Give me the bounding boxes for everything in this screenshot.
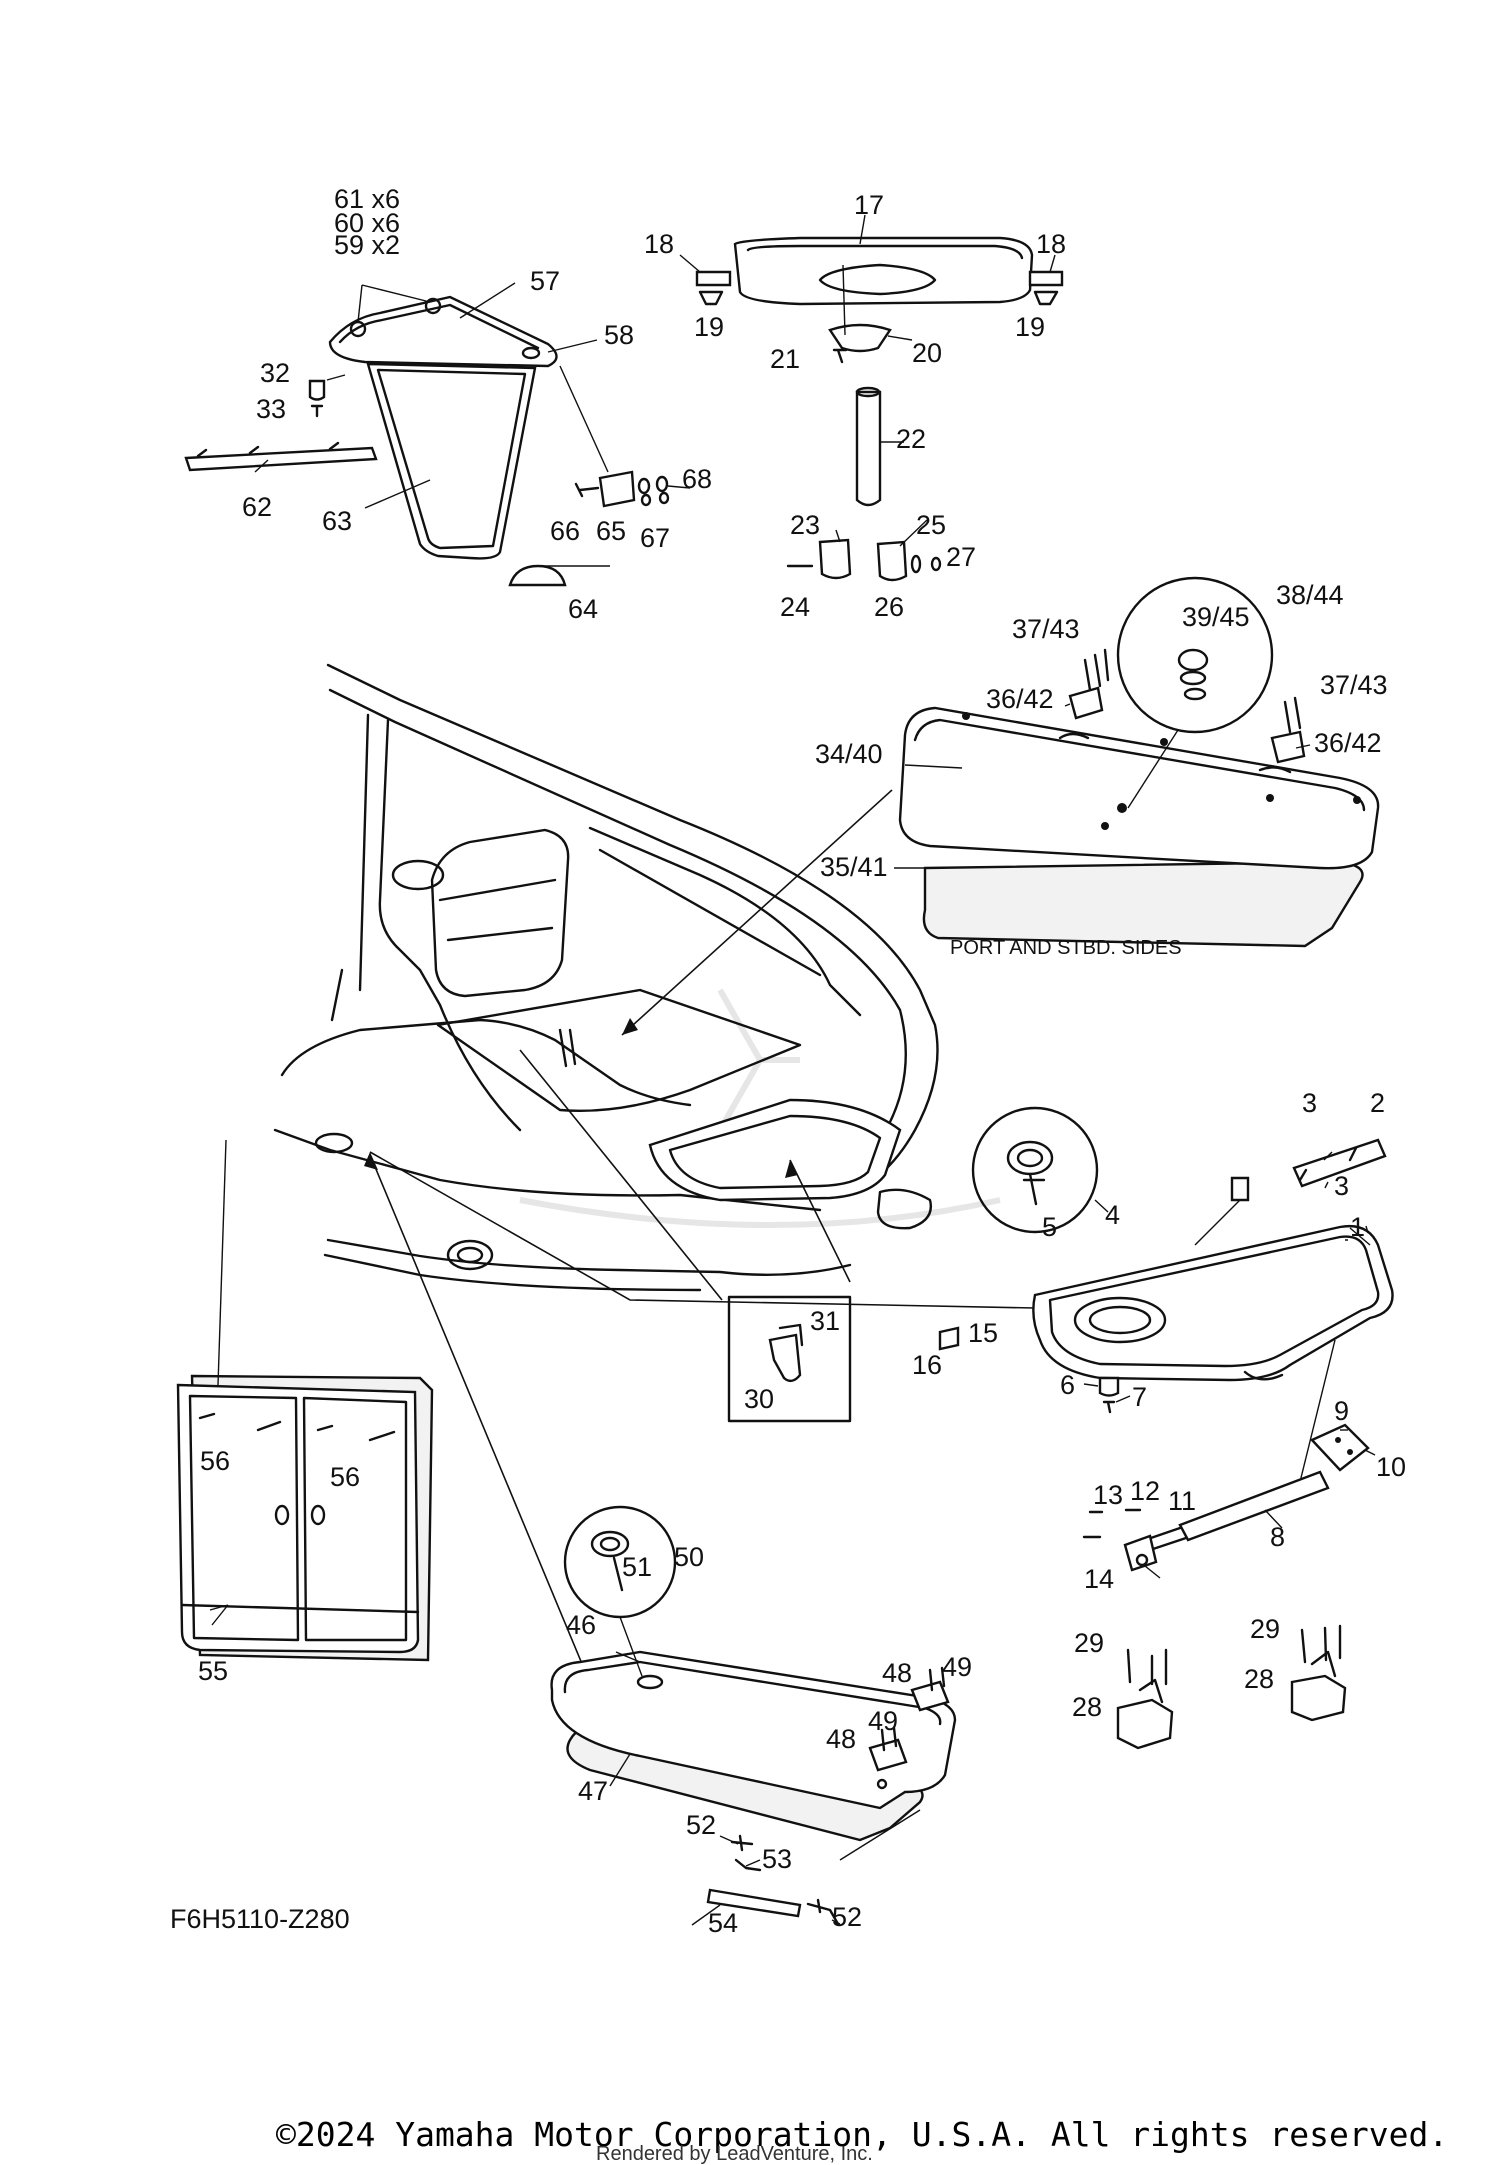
callout-33: 33 (256, 394, 286, 424)
callout-31: 31 (810, 1306, 840, 1336)
callout-15: 15 (968, 1318, 998, 1348)
port-stbd-note: PORT AND STBD. SIDES (950, 937, 1182, 959)
callout-18: 18 (644, 229, 674, 259)
callout-20: 20 (912, 338, 942, 368)
callout-64: 64 (568, 594, 598, 624)
callout-16: 16 (912, 1350, 942, 1380)
callout-11: 11 (1168, 1486, 1196, 1516)
callout-39-45: 39/45 (1182, 602, 1250, 632)
callout-29: 29 (1074, 1628, 1104, 1658)
callout-36-42: 36/42 (986, 684, 1054, 714)
callout-60: 60 x6 (334, 208, 400, 238)
callout-21: 21 (770, 344, 800, 374)
callout-4: 4 (1105, 1200, 1120, 1230)
callout-67: 67 (640, 523, 670, 553)
callout-58: 58 (604, 320, 634, 350)
callout-25: 25 (916, 510, 946, 540)
callout-29: 29 (1250, 1614, 1280, 1644)
callout-49: 49 (868, 1706, 898, 1736)
callout-7: 7 (1132, 1382, 1147, 1412)
rear-storage-lid (550, 1505, 957, 1926)
side-compartment-lid (894, 576, 1380, 948)
callout-62: 62 (242, 492, 272, 522)
callout-59: 59 x2 (334, 230, 400, 260)
door-panel-assembly (176, 1139, 434, 1662)
callout-12: 12 (1130, 1476, 1160, 1506)
callout-18: 18 (1036, 229, 1066, 259)
callout-2: 2 (1370, 1088, 1385, 1118)
callout-17: 17 (854, 190, 884, 220)
callout-19: 19 (1015, 312, 1045, 342)
callout-3: 3 (1334, 1171, 1349, 1201)
callout-19: 19 (694, 312, 724, 342)
latch-assemblies (1116, 1624, 1347, 1750)
callout-22: 22 (896, 424, 926, 454)
hull-bow-compartments (273, 663, 1036, 1696)
callout-65: 65 (596, 516, 626, 546)
callout-52: 52 (686, 1810, 716, 1840)
callout-30: 30 (744, 1384, 774, 1414)
callout-66: 66 (550, 516, 580, 546)
callout-56: 56 (200, 1446, 230, 1476)
callout-63: 63 (322, 506, 352, 536)
clip-detail-box (727, 1295, 852, 1423)
callout-35-41: 35/41 (820, 852, 888, 882)
copyright-footer: ©2024 Yamaha Motor Corporation, U.S.A. A… (276, 2115, 1448, 2154)
callout-8: 8 (1270, 1522, 1285, 1552)
callout-27: 27 (946, 542, 976, 572)
callout-24: 24 (780, 592, 810, 622)
callout-52: 52 (832, 1902, 862, 1932)
callout-36-42: 36/42 (1314, 728, 1382, 758)
gas-strut-assembly (1082, 1423, 1376, 1579)
callout-37-43: 37/43 (1320, 670, 1388, 700)
callout-37-43: 37/43 (1012, 614, 1080, 644)
callout-49: 49 (942, 1652, 972, 1682)
callout-68: 68 (682, 464, 712, 494)
callout-50: 50 (674, 1542, 704, 1572)
callout-51: 51 (622, 1552, 652, 1582)
callout-26: 26 (874, 592, 904, 622)
callout-9: 9 (1334, 1396, 1349, 1426)
callout-10: 10 (1376, 1452, 1406, 1482)
callout-47: 47 (578, 1776, 608, 1806)
callout-54: 54 (708, 1908, 738, 1938)
callout-6: 6 (1060, 1370, 1075, 1400)
callout-55: 55 (198, 1656, 228, 1686)
callout-28: 28 (1244, 1664, 1274, 1694)
callout-61: 61 x6 (334, 184, 400, 214)
glove-box-lid-assembly (184, 282, 691, 587)
callout-46: 46 (566, 1610, 596, 1640)
watermark-logo (519, 988, 1001, 1228)
callout-56: 56 (330, 1462, 360, 1492)
backrest-table-assembly (679, 214, 1064, 582)
diagram-code: F6H5110-Z280 (170, 1904, 350, 1934)
front-compartment-lid (938, 1106, 1394, 1491)
callout-3: 3 (1302, 1088, 1317, 1118)
callout-13: 13 (1093, 1480, 1123, 1510)
callout-14: 14 (1084, 1564, 1114, 1594)
callout-32: 32 (260, 358, 290, 388)
callout-labels: 1 2 3 3 4 5 6 7 8 9 10 11 12 13 14 15 16… (198, 184, 1406, 1938)
callout-48: 48 (826, 1724, 856, 1754)
callout-23: 23 (790, 510, 820, 540)
callout-48: 48 (882, 1658, 912, 1688)
callout-1: 1 (1350, 1212, 1365, 1242)
callout-34-40: 34/40 (815, 739, 883, 769)
callout-53: 53 (762, 1844, 792, 1874)
callout-57: 57 (530, 266, 560, 296)
callout-28: 28 (1072, 1692, 1102, 1722)
callout-5: 5 (1042, 1212, 1057, 1242)
callout-38-44: 38/44 (1276, 580, 1344, 610)
rendered-by-footer: Rendered by LeadVenture, Inc. (596, 2143, 873, 2165)
